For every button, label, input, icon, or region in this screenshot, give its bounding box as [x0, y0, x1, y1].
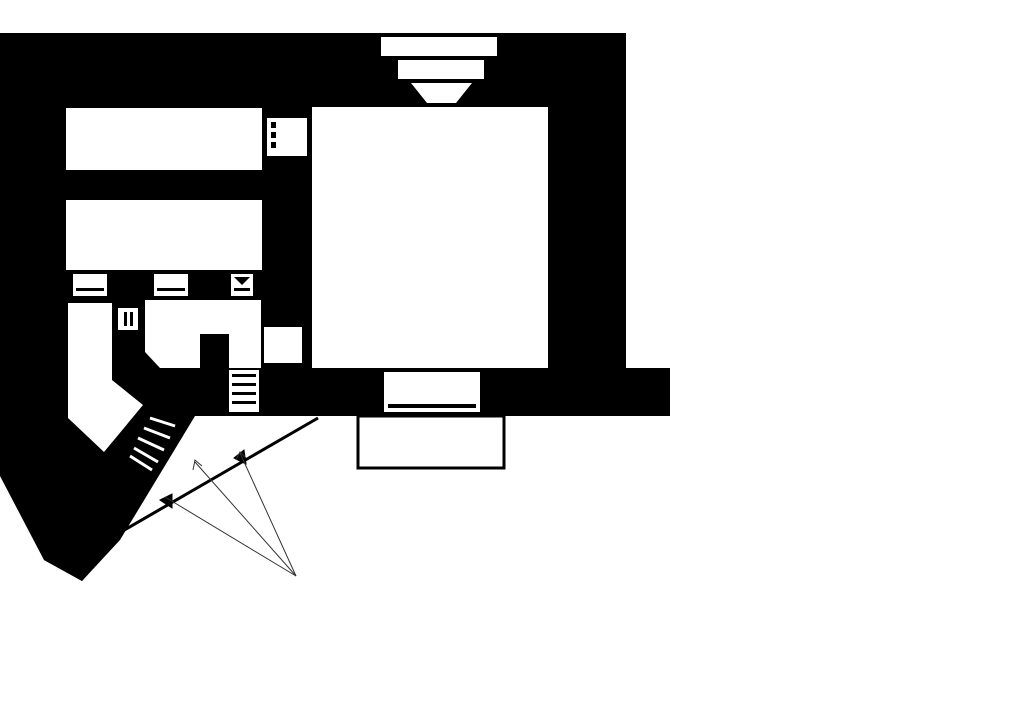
- sight-lines: [164, 451, 297, 577]
- angled-corridor: [68, 303, 143, 452]
- upper-left-room: [66, 108, 262, 170]
- rooms: [66, 107, 548, 452]
- stair-treads: [73, 37, 497, 472]
- middle-left-room: [66, 200, 262, 270]
- small-room-right: [264, 327, 302, 363]
- front-annex: [356, 414, 506, 470]
- small-chamber: [145, 300, 261, 368]
- main-hall: [312, 107, 548, 368]
